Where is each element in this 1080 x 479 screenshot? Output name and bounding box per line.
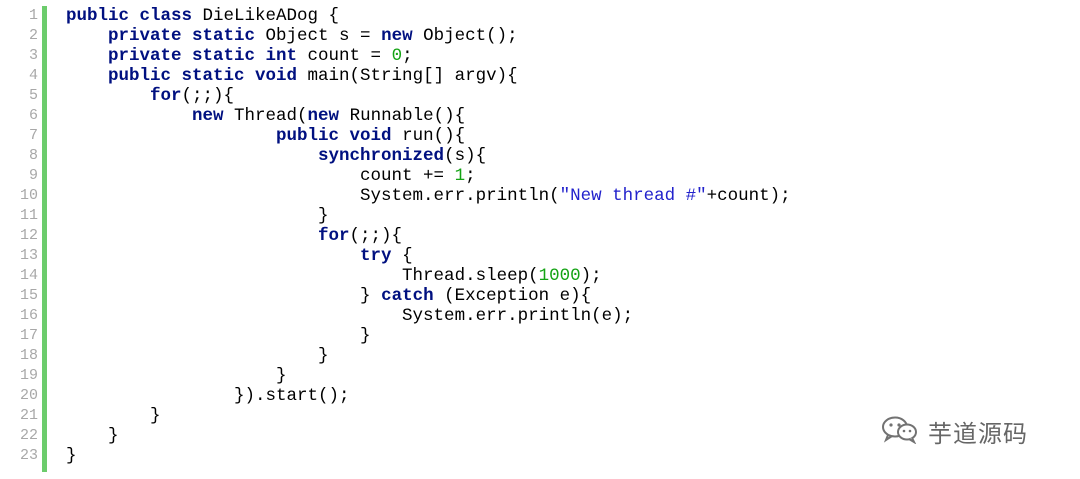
code-token: run(){ [402, 126, 466, 146]
number-token: 1000 [538, 266, 581, 286]
code-line: for(;;){ [66, 86, 234, 106]
line-number: 7 [28, 127, 38, 144]
line-number: 8 [28, 147, 38, 164]
code-token: Thread.sleep( [66, 266, 539, 286]
keyword-token: for [66, 226, 350, 246]
keyword-token: public class [66, 6, 203, 26]
code-token: DieLikeADog { [202, 6, 340, 26]
code-token: } [66, 286, 382, 306]
code-token: System.err.println(e); [66, 306, 634, 326]
line-number: 11 [19, 207, 38, 224]
line-number: 22 [19, 427, 38, 444]
keyword-token: public void [66, 126, 403, 146]
line-number: 9 [28, 167, 38, 184]
line-number: 12 [19, 227, 38, 244]
line-number: 1 [28, 7, 38, 24]
string-token: "New thread #" [559, 186, 707, 206]
code-token: main(String[] argv){ [307, 66, 518, 86]
keyword-token: for [66, 86, 182, 106]
code-line: } [66, 426, 119, 446]
code-line: for(;;){ [66, 226, 402, 246]
code-token: ); [580, 266, 602, 286]
code-line: } [66, 346, 329, 366]
code-token: Object(); [423, 26, 518, 46]
keyword-token: new [381, 26, 424, 46]
watermark: 芋道源码 [880, 413, 1028, 449]
keyword-token: try [66, 246, 403, 266]
code-line: } [66, 446, 77, 466]
code-token: } [66, 346, 329, 366]
code-token: (s){ [444, 146, 487, 166]
line-number: 18 [19, 347, 38, 364]
gutter-border [42, 6, 47, 472]
keyword-token: public static void [66, 66, 308, 86]
code-token: { [402, 246, 413, 266]
code-token: ; [465, 166, 476, 186]
line-number: 20 [19, 387, 38, 404]
code-token: count = [307, 46, 392, 66]
code-line: System.err.println("New thread #"+count)… [66, 186, 791, 206]
code-token: } [66, 426, 119, 446]
code-line: new Thread(new Runnable(){ [66, 106, 465, 126]
code-line: } [66, 206, 329, 226]
code-token: ; [402, 46, 413, 66]
code-token: System.err.println( [66, 186, 560, 206]
line-number: 14 [19, 267, 38, 284]
line-number: 23 [19, 447, 38, 464]
keyword-token: catch [381, 286, 445, 306]
line-number: 13 [19, 247, 38, 264]
line-number: 4 [28, 67, 38, 84]
watermark-text: 芋道源码 [928, 419, 1028, 448]
number-token: 0 [391, 46, 403, 66]
code-line: Thread.sleep(1000); [66, 266, 602, 286]
line-number: 6 [28, 107, 38, 124]
code-token: } [66, 366, 287, 386]
line-number: 3 [28, 47, 38, 64]
code-line: public void run(){ [66, 126, 465, 146]
code-token: } [66, 446, 77, 466]
code-line: try { [66, 246, 413, 266]
code-token: Object s = [265, 26, 382, 46]
code-token: }).start(); [66, 386, 350, 406]
code-token: count += [66, 166, 455, 186]
line-number: 15 [19, 287, 38, 304]
code-line: synchronized(s){ [66, 146, 486, 166]
line-number: 2 [28, 27, 38, 44]
code-token: (Exception e){ [444, 286, 592, 306]
line-number: 16 [19, 307, 38, 324]
code-line: } [66, 326, 371, 346]
code-line: }).start(); [66, 386, 350, 406]
code-token: } [66, 406, 161, 426]
code-token: Thread( [234, 106, 308, 126]
code-token: (;;){ [181, 86, 235, 106]
line-number: 19 [19, 367, 38, 384]
code-token: +count); [706, 186, 791, 206]
line-number: 21 [19, 407, 38, 424]
number-token: 1 [454, 166, 466, 186]
wechat-icon [880, 414, 920, 449]
code-line: private static Object s = new Object(); [66, 26, 518, 46]
code-line: } [66, 366, 287, 386]
code-line: public class DieLikeADog { [66, 6, 339, 26]
line-number: 10 [19, 187, 38, 204]
keyword-token: new [307, 106, 350, 126]
code-token: (;;){ [349, 226, 403, 246]
code-token: } [66, 326, 371, 346]
code-line: } catch (Exception e){ [66, 286, 591, 306]
line-number: 17 [19, 327, 38, 344]
keyword-token: private static [66, 26, 266, 46]
code-line: count += 1; [66, 166, 476, 186]
code-token: } [66, 206, 329, 226]
code-line: public static void main(String[] argv){ [66, 66, 518, 86]
code-line: private static int count = 0; [66, 46, 413, 66]
keyword-token: new [66, 106, 235, 126]
code-line: } [66, 406, 161, 426]
keyword-token: private static int [66, 46, 308, 66]
line-number: 5 [28, 87, 38, 104]
code-token: Runnable(){ [349, 106, 466, 126]
keyword-token: synchronized [66, 146, 445, 166]
code-line: System.err.println(e); [66, 306, 633, 326]
